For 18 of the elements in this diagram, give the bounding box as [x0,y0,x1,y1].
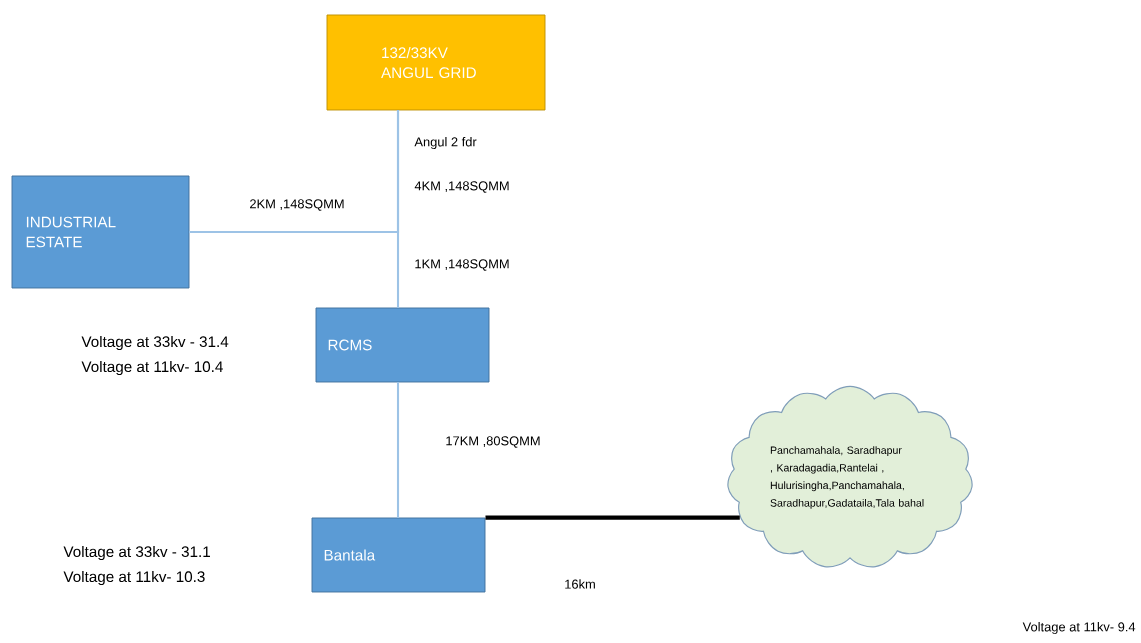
edge-label: 2KM ,148SQMM [250,199,344,211]
edge-label: 17KM ,80SQMM [446,436,540,448]
substation-box: 132/33KV ANGUL GRID [326,14,546,111]
line-label: 1KM ,148SQMM [415,259,509,271]
line-label: Angul 2 fdr [414,137,477,149]
voltage-reading: Voltage at 11kv- 10.4 [81,360,223,376]
substation-box: Bantala [311,517,486,593]
edge-label: 16km [565,579,595,589]
voltage-reading: Voltage at 33kv - 31.1 [63,545,210,561]
substation-box: RCMS [315,307,490,383]
line-label: Voltage at 11kv- 9.4 [1022,622,1136,634]
voltage-reading: Voltage at 33kv - 31.4 [81,335,229,351]
power-line [485,515,740,520]
line-label: 4KM ,148SQMM [414,181,509,193]
power-line [396,382,400,518]
voltage-reading: Voltage at 11kv- 10.3 [63,570,205,586]
power-line [189,110,400,234]
substation-box: INDUSTRIAL ESTATE [11,175,190,289]
